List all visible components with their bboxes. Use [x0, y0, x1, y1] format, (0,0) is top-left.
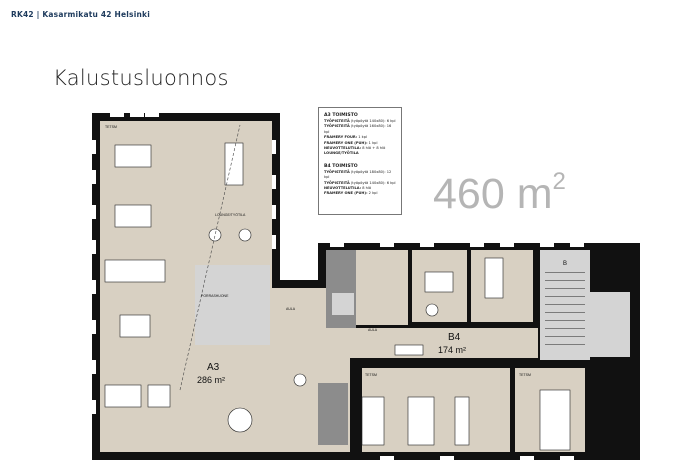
room-label: TETSM — [105, 125, 117, 129]
desk — [361, 396, 385, 446]
legend-line: TYÖPISTEITÄ (työpöytä 140x80): 6 kpl — [324, 180, 396, 185]
window — [92, 320, 96, 334]
window — [272, 235, 276, 249]
stair-tread — [545, 328, 585, 329]
window — [130, 113, 144, 117]
legend-line: NEUVOTTELUTILA: 8 hlö + 8 hlö — [324, 146, 386, 151]
stair-tread — [545, 344, 585, 345]
window — [92, 240, 96, 254]
desk — [104, 384, 142, 408]
round-table — [227, 407, 253, 433]
a3-area: 286 m² — [197, 375, 225, 385]
window — [540, 243, 554, 247]
window — [92, 360, 96, 374]
round-table — [208, 228, 222, 242]
desk — [484, 257, 504, 299]
legend-box: A3 TOIMISTO TYÖPISTEITÄ (työpöytä 140x80… — [318, 107, 402, 215]
desk — [104, 259, 166, 283]
room-label: TETSM — [365, 373, 377, 377]
desk — [114, 204, 152, 228]
lounge-label: LOUNGE/TYÖTILA — [215, 213, 246, 217]
window — [520, 456, 534, 460]
desk — [424, 271, 454, 293]
window — [145, 113, 159, 117]
desk — [224, 142, 244, 186]
b4-area: 174 m² — [438, 345, 466, 355]
total-area: 460 m2 — [433, 168, 566, 218]
stair-b-label: B — [563, 261, 567, 267]
desk — [114, 144, 152, 168]
round-table — [425, 303, 439, 317]
stair-tread — [545, 336, 585, 337]
elevator-b4 — [332, 293, 354, 315]
elevator-b — [600, 298, 618, 316]
b4-label: B4 — [448, 332, 461, 343]
stair-tread — [545, 320, 585, 321]
wc-a3 — [318, 383, 348, 445]
aula-label: AULA — [286, 307, 296, 311]
legend-b4-title: B4 TOIMISTO — [324, 163, 358, 169]
legend-line: FRAMERY ONE (PUH): 2 kpl — [324, 191, 378, 196]
legend-line: TYÖPISTEITÄ (työpöytä 140x80): 6 kpl — [324, 119, 396, 123]
page-title: Kalustusluonnos — [53, 66, 229, 90]
legend-line: FRAMERY ONE (PUH): 1 kpl — [324, 140, 378, 145]
legend-line: NEUVOTTELUTILA: 8 hlö — [324, 186, 372, 191]
round-table — [293, 373, 307, 387]
stair-tread — [545, 288, 585, 289]
stair-tread — [545, 296, 585, 297]
a3-label: A3 — [207, 362, 220, 373]
window — [560, 456, 574, 460]
window — [500, 243, 514, 247]
stair-tread — [545, 272, 585, 273]
furniture — [104, 124, 585, 451]
window — [380, 456, 394, 460]
stairwell-a3 — [195, 265, 270, 345]
desk — [394, 344, 424, 356]
window — [92, 280, 96, 294]
window — [110, 113, 124, 117]
desk — [147, 384, 171, 408]
desk — [454, 396, 470, 446]
round-table — [238, 228, 252, 242]
window — [470, 243, 484, 247]
corridor-b4 — [320, 328, 538, 358]
stair-tread — [545, 280, 585, 281]
stairwell-b — [540, 250, 590, 360]
stair-tread — [545, 304, 585, 305]
aula-label-b4: AULA — [368, 328, 378, 332]
wc-b4 — [326, 250, 356, 330]
window — [92, 170, 96, 184]
desk — [407, 396, 435, 446]
window — [330, 243, 344, 247]
window — [380, 243, 394, 247]
window — [92, 205, 96, 219]
stair-tread — [545, 312, 585, 313]
window — [420, 243, 434, 247]
document-header: RK42 | Kasarmikatu 42 Helsinki — [11, 10, 150, 19]
window — [440, 456, 454, 460]
room-b4-tetsm-1 — [362, 368, 510, 452]
legend-line: TYÖPISTEITÄ (työpöytä 180x80): 12 kpl — [324, 169, 392, 180]
window — [272, 205, 276, 219]
window — [570, 243, 584, 247]
window — [272, 175, 276, 189]
room-label: TETSM — [519, 373, 531, 377]
window — [272, 140, 276, 154]
legend-line: LOUNGE/TYÖTILA — [324, 151, 359, 156]
legend-line: TYÖPISTEITÄ (työpöytä 160x80): 16 kpl — [324, 124, 392, 134]
window — [92, 140, 96, 154]
desk — [119, 314, 151, 338]
desk — [539, 389, 571, 451]
dashed-line — [179, 124, 241, 391]
legend-line: FRAMERY FOUR: 1 kpl — [324, 135, 368, 140]
window — [92, 400, 96, 414]
legend-a3-title: A3 TOIMISTO — [324, 113, 358, 118]
room-b4-kitchen — [356, 250, 408, 325]
stair-label: PORRASHUONE — [201, 294, 229, 298]
